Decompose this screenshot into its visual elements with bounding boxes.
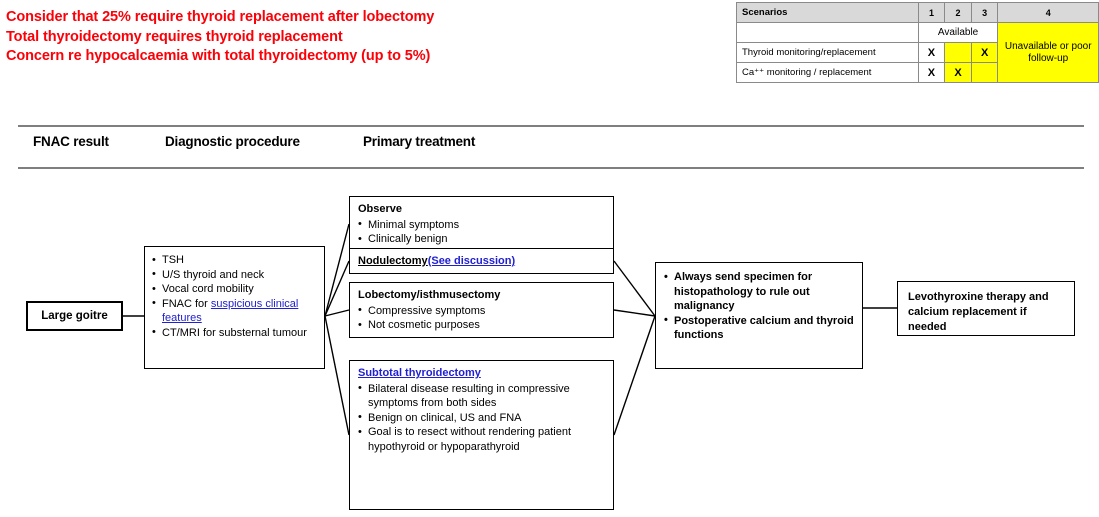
connector-diagnostic-lobectomy — [324, 309, 350, 317]
cell-calcium-2: X — [944, 62, 972, 83]
node-diagnostic-procedure[interactable]: TSH U/S thyroid and neck Vocal cord mobi… — [144, 246, 325, 369]
scenario-column-1: 1 — [917, 2, 946, 23]
list-item: TSH — [152, 253, 319, 268]
column-title-diagnostic: Diagnostic procedure — [165, 134, 300, 149]
column-title-treatment: Primary treatment — [363, 134, 476, 149]
table-header-row: Scenarios 1 2 3 4 — [736, 2, 1099, 23]
observe-list: Minimal symptoms Clinically benign — [358, 217, 607, 247]
column-title-fnac: FNAC result — [33, 134, 109, 149]
diagnostic-list: TSH U/S thyroid and neck Vocal cord mobi… — [152, 253, 319, 340]
unavailable-cell: Unavailable or poor follow-up — [997, 22, 1099, 83]
levothyroxine-label: Levothyroxine therapy and calcium replac… — [908, 291, 1049, 333]
row-label-thyroid: Thyroid monitoring/replacement — [736, 42, 919, 63]
suspicious-features-link[interactable]: suspicious clinical features — [162, 297, 299, 325]
row-label-calcium: Ca⁺⁺ monitoring / replacement — [736, 62, 919, 83]
list-item-fnac: FNAC for suspicious clinical features — [152, 296, 319, 326]
list-item: Not cosmetic purposes — [358, 318, 607, 333]
list-item: Minimal symptoms — [358, 217, 607, 233]
node-specimen-handling[interactable]: Always send specimen for histopathology … — [655, 262, 863, 369]
list-item: Postoperative calcium and thyroid functi… — [664, 313, 856, 343]
clinical-note-line: Concern re hypocalcaemia with total thyr… — [6, 48, 431, 64]
lobectomy-list: Compressive symptoms Not cosmetic purpos… — [358, 303, 607, 333]
specimen-list: Always send specimen for histopathology … — [664, 270, 856, 343]
header-rule-bottom — [18, 167, 1084, 169]
connector-lobectomy-specimen — [613, 309, 656, 317]
cell-calcium-3 — [970, 62, 999, 83]
node-large-goitre[interactable]: Large goitre — [26, 301, 123, 331]
cell-thyroid-1: X — [917, 42, 946, 63]
node-observe[interactable]: Observe Minimal symptoms Clinically beni… — [349, 196, 614, 251]
subtotal-list: Bilateral disease resulting in compressi… — [358, 381, 607, 455]
large-goitre-label: Large goitre — [41, 309, 108, 322]
list-item: Vocal cord mobility — [152, 282, 319, 297]
cell-calcium-1: X — [917, 62, 946, 83]
table-row: Ca⁺⁺ monitoring / replacement X X — [736, 62, 1099, 83]
node-levothyroxine[interactable]: Levothyroxine therapy and calcium replac… — [897, 281, 1075, 336]
availability-blank-cell — [736, 22, 919, 43]
connector-diagnostic-observe — [324, 223, 350, 317]
list-item: U/S thyroid and neck — [152, 267, 319, 283]
lobectomy-title: Lobectomy/isthmusectomy — [358, 289, 501, 301]
list-item: Benign on clinical, US and FNA — [358, 410, 607, 426]
subtotal-thyroidectomy-link[interactable]: Subtotal thyroidectomy — [358, 367, 481, 379]
node-lobectomy[interactable]: Lobectomy/isthmusectomy Compressive symp… — [349, 282, 614, 338]
cell-thyroid-3: X — [970, 42, 999, 63]
list-item: Compressive symptoms — [358, 303, 607, 319]
scenario-column-3: 3 — [970, 2, 999, 23]
list-item: Clinically benign — [358, 232, 607, 247]
scenarios-table: Scenarios 1 2 3 4 Available Unavailable … — [736, 2, 1099, 83]
connector-subtotal-specimen — [613, 315, 656, 436]
fnac-prefix: FNAC for — [162, 297, 211, 310]
cell-thyroid-2 — [944, 42, 972, 63]
clinical-notes: Consider that 25% require thyroid replac… — [6, 8, 626, 67]
list-item: Always send specimen for histopathology … — [664, 270, 856, 314]
see-discussion-link[interactable]: (See discussion) — [427, 255, 516, 267]
connector-nodulectomy-specimen — [613, 260, 656, 317]
node-subtotal-thyroidectomy[interactable]: Subtotal thyroidectomy Bilateral disease… — [349, 360, 614, 510]
scenario-column-4: 4 — [997, 2, 1099, 23]
nodulectomy-title: Nodulectomy — [358, 255, 428, 267]
connector-diagnostic-subtotal — [324, 315, 350, 436]
availability-row: Available Unavailable or poor follow-up — [736, 22, 1099, 83]
node-nodulectomy[interactable]: Nodulectomy(See discussion) — [349, 248, 614, 274]
header-rule-top — [18, 125, 1084, 127]
scenario-column-2: 2 — [944, 2, 972, 23]
available-cell: Available — [917, 22, 999, 43]
observe-title: Observe — [358, 203, 403, 215]
connector-diagnostic-nodulectomy — [324, 260, 350, 317]
scenarios-header-label: Scenarios — [736, 2, 919, 23]
list-item: Bilateral disease resulting in compressi… — [358, 381, 607, 411]
clinical-note-line: Total thyroidectomy requires thyroid rep… — [6, 28, 343, 45]
list-item: Goal is to resect without rendering pati… — [358, 425, 607, 454]
clinical-note-line: Consider that 25% require thyroid replac… — [6, 9, 435, 25]
list-item: CT/MRI for substernal tumour — [152, 325, 319, 341]
